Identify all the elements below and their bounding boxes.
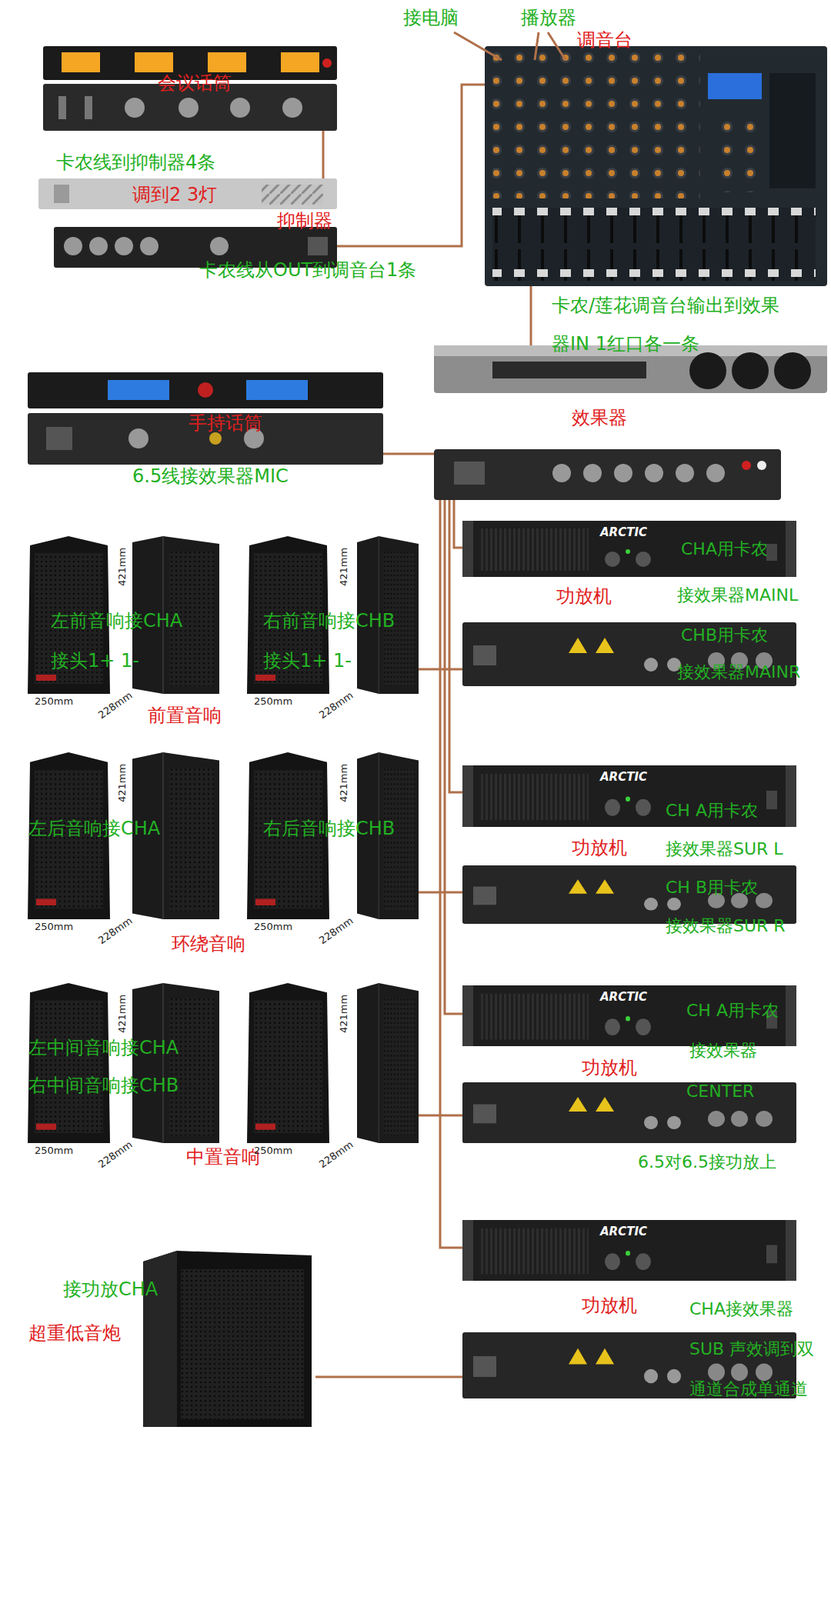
dimension-label: 228mm — [96, 1138, 135, 1172]
source-wires — [453, 32, 566, 61]
annotation-label: 250mm — [253, 1144, 293, 1158]
annotation-label: CENTER — [686, 1081, 755, 1103]
dimension-label: 228mm — [96, 689, 135, 722]
feedback-suppressor — [38, 178, 338, 268]
dimension-label: 228mm — [317, 689, 356, 722]
signal-cable — [440, 500, 463, 1249]
device-label: 前置音响 — [147, 704, 222, 728]
device-box: 调音台 — [484, 27, 828, 287]
device-label: 中置音响 — [186, 1145, 261, 1169]
signal-cable — [418, 891, 463, 895]
annotation-label: 卡农线到抑制器4条 — [56, 150, 216, 174]
annotation-label: 调到2 3灯 — [132, 183, 217, 207]
annotation-label: 左后音响接CHA — [28, 817, 161, 841]
device-label: 功放机 — [571, 836, 628, 860]
annotation-label: 250mm — [34, 695, 74, 708]
signal-cable — [453, 500, 463, 548]
device-label: 超重低音炮 — [28, 1321, 121, 1345]
device-box: 效果器 — [433, 345, 781, 501]
device-label: 功放机 — [581, 1056, 638, 1080]
annotation-label: ARCTIC — [600, 770, 648, 785]
signal-cable — [383, 453, 434, 456]
dimension-label: 228mm — [317, 1138, 356, 1172]
annotation-label: 接效果器SUR L — [665, 838, 784, 861]
annotation-label: 接效果器MAINL — [677, 584, 798, 607]
device-label: 效果器 — [571, 406, 628, 430]
signal-cable — [418, 1114, 463, 1118]
device-label: 调音台 — [577, 28, 633, 52]
device-box: 环绕音响 — [20, 750, 419, 959]
annotation-label: 右中间音响接CHB — [28, 1074, 179, 1098]
device-box: 会议话筒 — [43, 46, 338, 131]
annotation-label: 250mm — [34, 1144, 74, 1158]
conference-mic-receiver — [43, 46, 338, 131]
annotation-label: 左中间音响接CHA — [28, 1036, 179, 1060]
device-label: 会议话筒 — [157, 71, 232, 95]
annotation-label: 6.5线接效果器MIC — [132, 464, 289, 488]
annotation-label: 右前音响接CHB — [263, 609, 395, 633]
annotation-label: ARCTIC — [600, 1224, 648, 1240]
signal-cable — [322, 130, 325, 179]
annotation-label: 接功放CHA — [63, 1278, 158, 1302]
mixer-illustration — [484, 46, 828, 287]
dimension-label: 421mm — [116, 547, 129, 587]
annotation-label: 接效果器 — [689, 1040, 758, 1062]
annotation-label: CHB用卡农 — [680, 624, 768, 647]
signal-cable — [530, 286, 533, 346]
handheld-mic-receiver — [27, 372, 384, 465]
annotation-label: ARCTIC — [600, 525, 648, 541]
annotation-label: 接效果器SUR R — [665, 915, 786, 938]
device-box: 手持话筒 — [27, 372, 384, 465]
signal-cable — [449, 500, 463, 793]
dimension-label: 421mm — [337, 994, 351, 1034]
annotation-label: 6.5对6.5接功放上 — [637, 1151, 777, 1174]
signal-cable — [315, 1376, 463, 1379]
dimension-label: 421mm — [337, 547, 351, 587]
signal-cable — [444, 500, 463, 1015]
annotation-label: CH A用卡农 — [665, 800, 758, 822]
annotation-label: 接头1+ 1- — [50, 649, 140, 673]
device-box: 超重低音炮 — [23, 1251, 316, 1432]
annotation-label: 250mm — [34, 921, 74, 934]
signal-cable — [337, 84, 485, 247]
annotation-label: 接效果器MAINR — [677, 661, 801, 684]
annotation-label: 左前音响接CHA — [50, 609, 183, 633]
annotation-label: 接头1+ 1- — [263, 649, 352, 673]
speaker-cabinets — [27, 536, 419, 1144]
annotation-label: 250mm — [253, 921, 293, 934]
annotation-label: 播放器 — [520, 6, 577, 30]
dimension-label: 421mm — [116, 994, 129, 1034]
dimension-label: 421mm — [337, 764, 351, 803]
annotation-label: ARCTIC — [600, 990, 648, 1005]
annotation-label: 卡农线从OUT到调音台1条 — [199, 258, 417, 282]
annotation-label: 卡农/莲花调音台输出到效果器IN 1红口各一条 — [551, 286, 783, 364]
annotation-label: CH A用卡农 — [686, 1000, 779, 1022]
annotation-label: 右后音响接CHB — [263, 817, 395, 841]
device-label: 功放机 — [581, 1294, 638, 1318]
device-label: 环绕音响 — [171, 932, 246, 956]
annotation-label: CH B用卡农 — [665, 877, 758, 899]
power-amplifiers — [462, 520, 797, 1399]
effects-processor — [433, 345, 828, 501]
dimension-label: 228mm — [317, 914, 356, 948]
annotation-label: 250mm — [253, 695, 293, 708]
annotation-label: CHA用卡农 — [680, 538, 768, 561]
dimension-label: 228mm — [96, 914, 135, 948]
device-label: 抑制器 — [277, 209, 333, 233]
annotation-label: 接电脑 — [403, 6, 459, 30]
device-label: 功放机 — [556, 584, 612, 608]
subwoofer — [143, 1251, 312, 1428]
device-label: 手持话筒 — [188, 411, 263, 435]
dimension-label: 421mm — [116, 764, 129, 803]
annotation-label: CHA接效果器SUB 声效调到双通道合成单通道 — [689, 1289, 817, 1410]
signal-cable — [418, 668, 463, 671]
